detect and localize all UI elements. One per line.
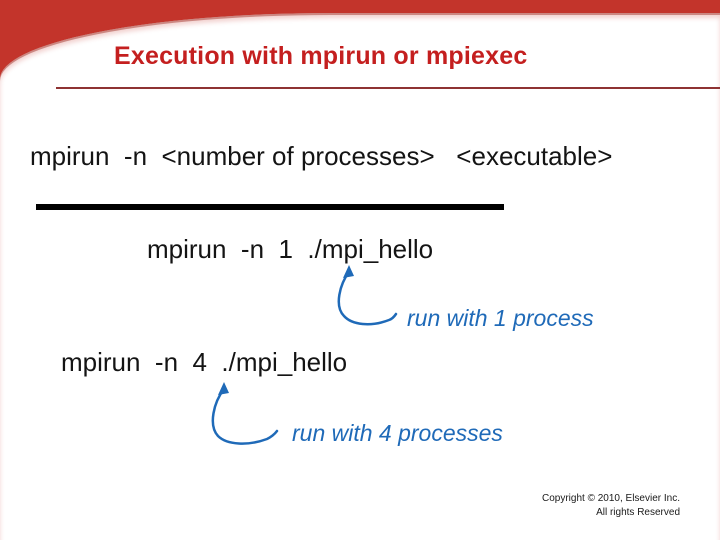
copyright-line-2: All rights Reserved [596,506,680,518]
thick-divider-line [36,204,504,210]
content-sheet [0,13,720,540]
annotation-run-4-processes: run with 4 processes [292,420,503,446]
command-example-2: mpirun -n 4 ./mpi_hello [61,347,348,377]
annotation-run-1-process: run with 1 process [407,305,594,331]
copyright-footer: Copyright © 2010, Elsevier Inc. All righ… [542,492,680,519]
slide-title: Execution with mpirun or mpiexec [114,42,528,70]
title-rule [56,87,720,89]
command-example-1: mpirun -n 1 ./mpi_hello [147,234,434,264]
mpirun-syntax-line: mpirun -n <number of processes> <executa… [30,141,613,171]
copyright-line-1: Copyright © 2010, Elsevier Inc. [542,493,680,504]
